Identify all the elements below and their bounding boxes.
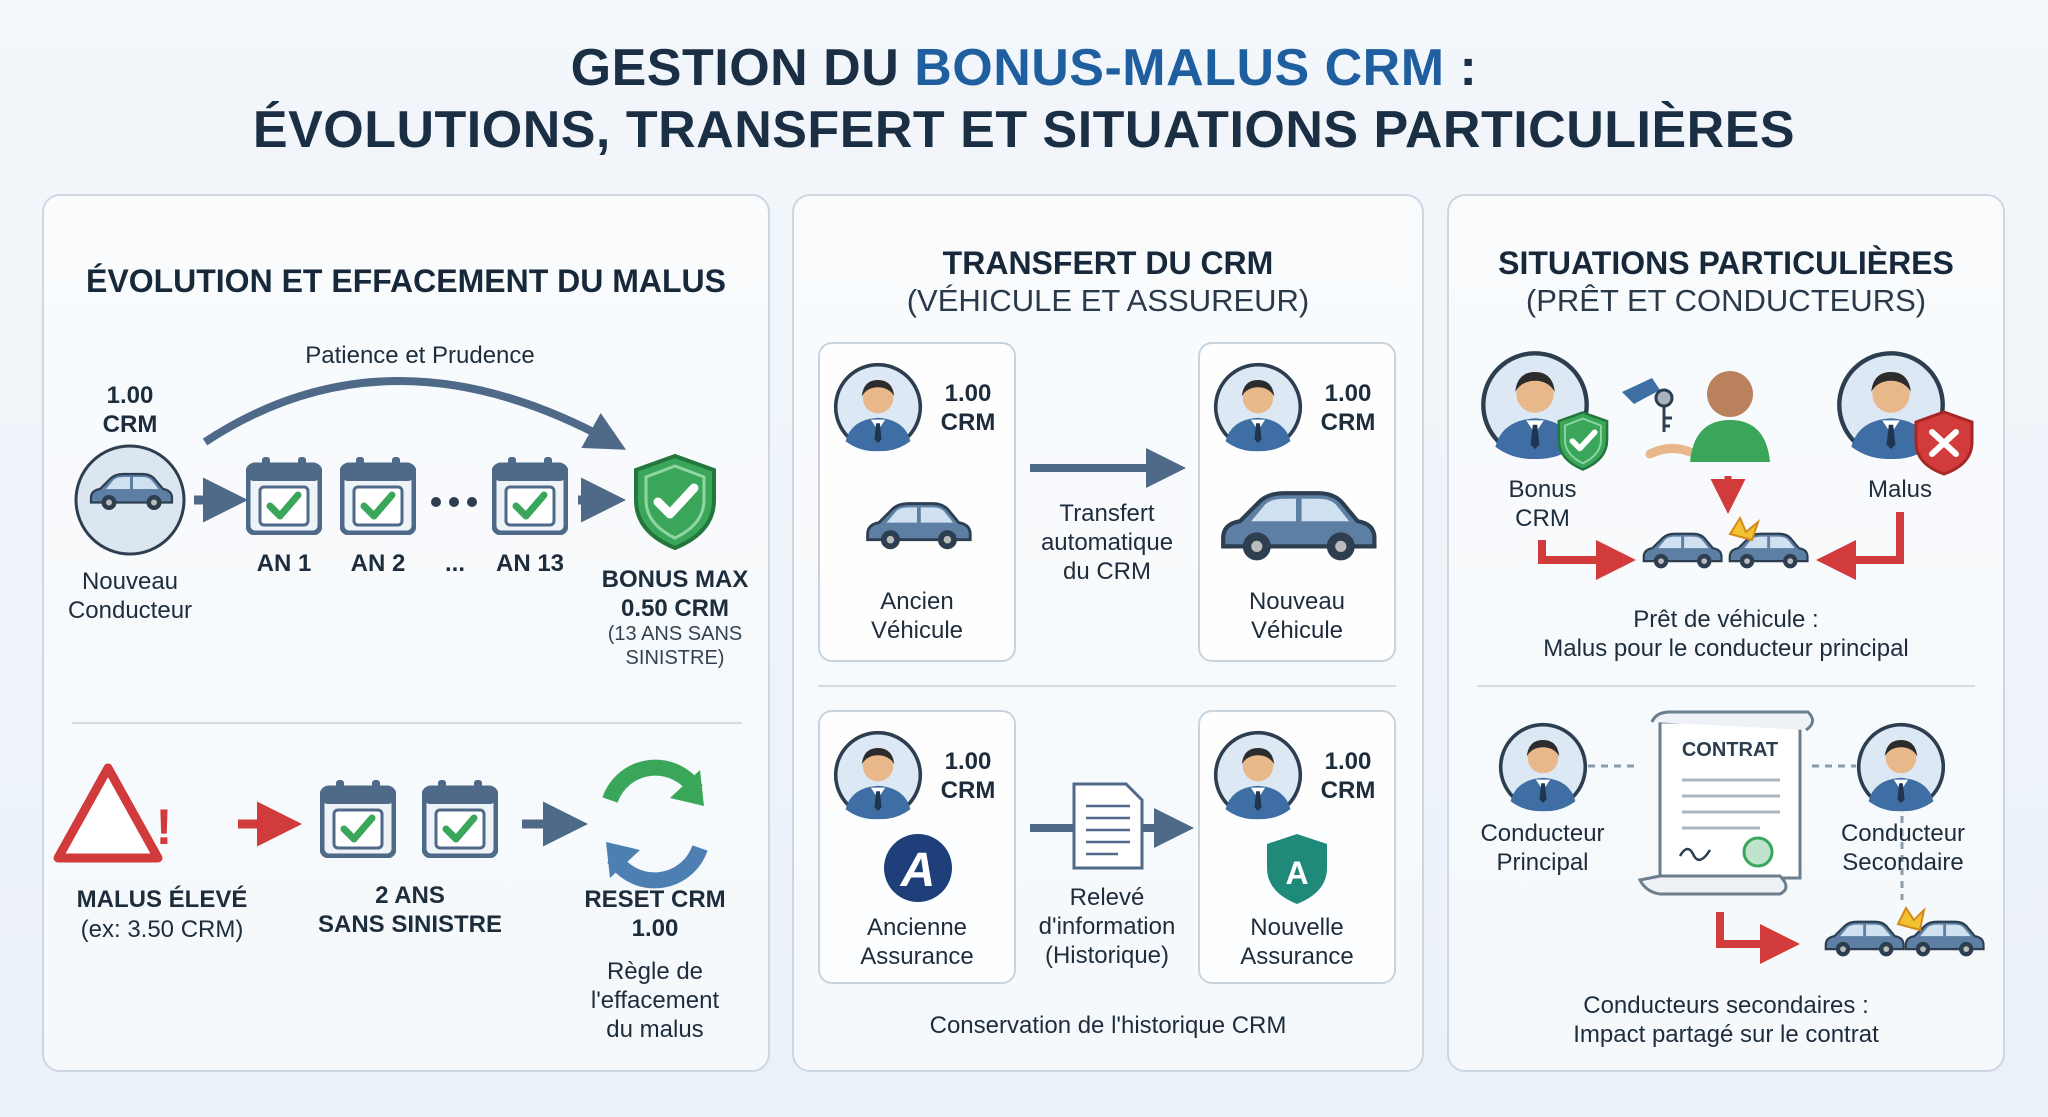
- new-insurer-label: Nouvelle Assurance: [1240, 914, 1354, 970]
- bonus-note: (13 ANS SANS SINISTRE): [607, 623, 743, 669]
- crm-value: 1.00 CRM: [1320, 748, 1376, 804]
- contract-label: CONTRAT: [1681, 739, 1779, 761]
- page-subtitle: ÉVOLUTIONS, TRANSFERT ET SITUATIONS PART…: [252, 101, 1796, 159]
- crm-value: 1.00 CRM: [940, 380, 996, 436]
- divider: [72, 722, 742, 724]
- year-label: AN 2: [350, 550, 406, 577]
- old-vehicle-label: Ancien Véhicule: [870, 588, 964, 644]
- bonus-max: BONUS MAX 0.50 CRM: [601, 566, 749, 622]
- page-title: GESTION DU BONUS-MALUS CRM :: [0, 38, 2048, 98]
- panel2-footer: Conservation de l'historique CRM: [929, 1012, 1287, 1039]
- panel3-heading: SITUATIONS PARTICULIÈRES: [1498, 245, 1954, 281]
- panel-special-situations: [1447, 194, 2005, 1072]
- start-crm: 1.00 CRM: [102, 382, 158, 438]
- divider: [818, 685, 1396, 687]
- panel2-heading: TRANSFERT DU CRM: [942, 245, 1274, 281]
- year-label: AN 13: [495, 550, 565, 577]
- year-label: AN 1: [256, 550, 312, 577]
- panel-malus-evolution: [42, 194, 770, 1072]
- title-part: :: [1444, 39, 1478, 97]
- auto-transfer-label: Transfert automatique du CRM: [1040, 500, 1174, 585]
- year-label: ...: [444, 550, 465, 577]
- main-driver-label: Conducteur Principal: [1480, 820, 1605, 876]
- rule-label: Règle de l'effacement du malus: [590, 958, 720, 1043]
- svg-text:A: A: [900, 844, 936, 897]
- panel1-heading: ÉVOLUTION ET EFFACEMENT DU MALUS: [86, 263, 726, 299]
- new-driver-label: Nouveau Conducteur: [67, 568, 193, 624]
- secondary-note: Conducteurs secondaires : Impact partagé…: [1573, 992, 1879, 1048]
- title-part: GESTION DU: [570, 39, 915, 97]
- arc-label: Patience et Prudence: [305, 342, 535, 369]
- title-highlight: BONUS-MALUS CRM: [914, 39, 1445, 97]
- malus-title: MALUS ÉLEVÉ: [76, 886, 248, 913]
- loan-label: Prêt de véhicule : Malus pour le conduct…: [1543, 606, 1909, 662]
- reset-crm: RESET CRM 1.00: [584, 886, 726, 942]
- new-vehicle-label: Nouveau Véhicule: [1248, 588, 1346, 644]
- bonus-crm-label: Bonus CRM: [1508, 476, 1577, 532]
- panel2-subheading: (VÉHICULE ET ASSUREUR): [906, 283, 1310, 318]
- crm-value: 1.00 CRM: [1320, 380, 1376, 436]
- svg-text:!: !: [156, 799, 173, 855]
- divider: [1477, 685, 1975, 687]
- second-driver-label: Conducteur Secondaire: [1840, 820, 1966, 876]
- panel3-subheading: (PRÊT ET CONDUCTEURS): [1525, 283, 1927, 318]
- statement-label: Relevé d'information (Historique): [1038, 884, 1176, 969]
- two-years-label: 2 ANS SANS SINISTRE: [317, 882, 503, 938]
- crm-value: 1.00 CRM: [940, 748, 996, 804]
- malus-example: (ex: 3.50 CRM): [80, 916, 244, 943]
- svg-text:A: A: [1285, 855, 1308, 891]
- old-insurer-label: Ancienne Assurance: [860, 914, 974, 970]
- malus-label: Malus: [1867, 476, 1933, 503]
